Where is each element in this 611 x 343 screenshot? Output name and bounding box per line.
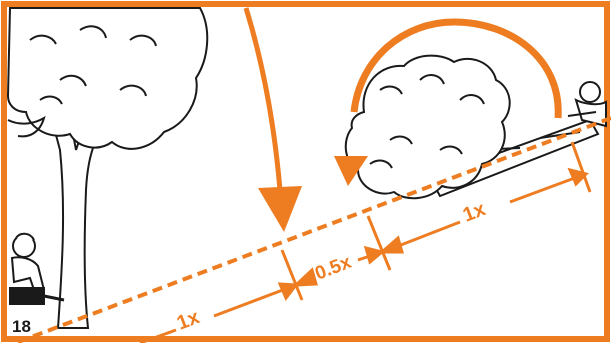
downward-arrow-icon [246,8,302,232]
dimension-label-gap: 0.5x [312,252,354,285]
dimension-label-last: 1x [460,198,489,227]
felled-tree-icon [346,56,598,199]
operator-right-icon [568,82,606,126]
dimension-label-first: 1x [174,306,203,335]
page-number: 18 [12,317,31,336]
chainsaw-operator-icon [10,234,64,304]
